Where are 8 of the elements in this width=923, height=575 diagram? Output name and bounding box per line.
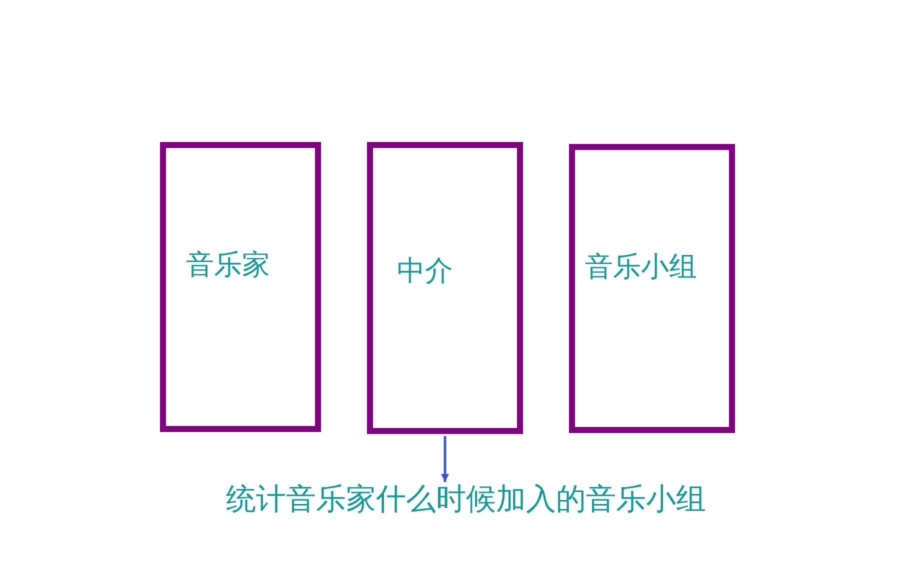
entity-box bbox=[160, 142, 321, 432]
entity-box bbox=[367, 142, 523, 434]
box-label: 音乐小组 bbox=[585, 250, 697, 284]
box-label: 中介 bbox=[397, 254, 453, 288]
box-label: 音乐家 bbox=[186, 248, 270, 282]
arrow bbox=[441, 436, 449, 482]
entity-box bbox=[569, 144, 735, 433]
annotation-text: 统计音乐家什么时候加入的音乐小组 bbox=[226, 482, 706, 518]
